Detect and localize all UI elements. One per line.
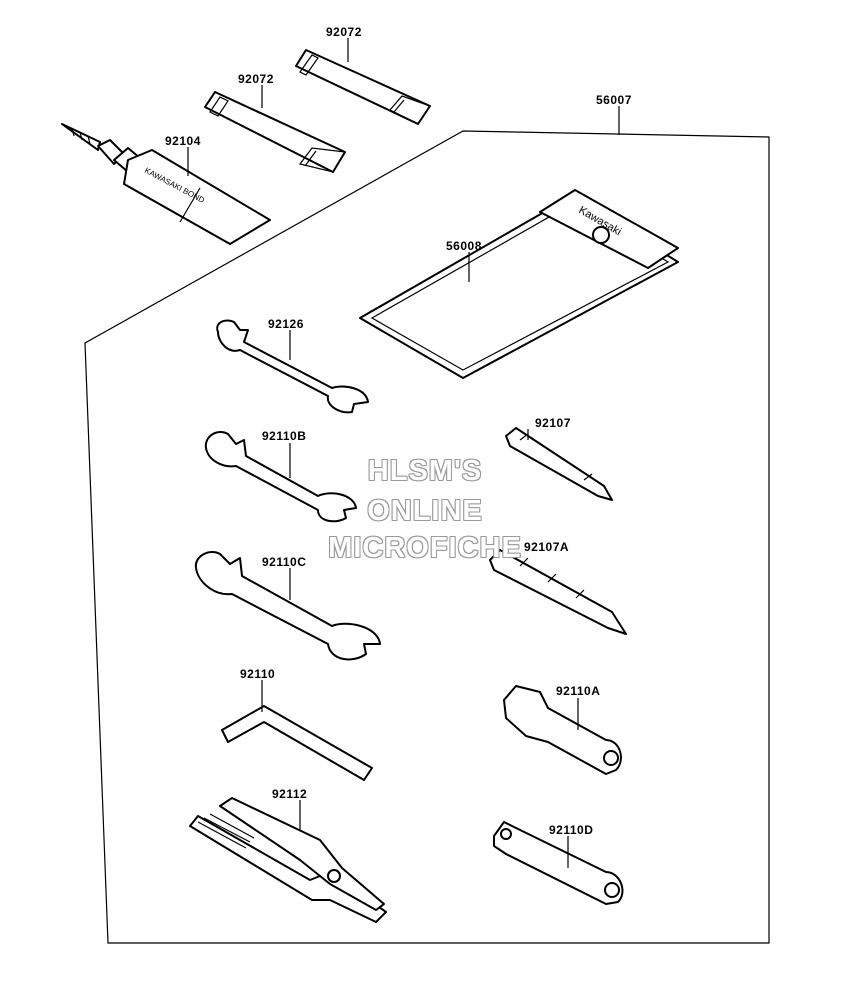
- watermark-line-2: ONLINE: [367, 495, 483, 527]
- strap-top: [295, 49, 431, 125]
- hex-key: [221, 705, 373, 781]
- watermark-line-1: HLSM'S: [367, 455, 483, 487]
- label-pliers: 92112: [272, 787, 307, 801]
- wrench-92110C: [194, 550, 381, 661]
- leader-lines: [187, 38, 620, 868]
- label-screwdriver-92107A: 92107A: [524, 540, 569, 554]
- kit-boundary: [84, 130, 770, 944]
- socket-wrench-92110D: [493, 821, 624, 905]
- label-hex-key: 92110: [240, 667, 275, 681]
- label-screwdriver-92107: 92107: [535, 416, 571, 430]
- pliers: [189, 797, 387, 923]
- label-bond: 92104: [165, 134, 201, 148]
- label-strap-lower: 92072: [238, 72, 274, 86]
- kawasaki-bond-tube: KAWASAKI BOND: [61, 123, 271, 245]
- screwdriver-92107A: [489, 549, 627, 635]
- label-tool-kit: 56007: [596, 93, 632, 107]
- label-tool-case: 56008: [446, 239, 482, 253]
- label-plug-wrench: 92110A: [556, 684, 600, 698]
- wrench-92126: [216, 319, 369, 414]
- watermark-line-3: MICROFICHE: [328, 532, 522, 564]
- strap-lower: [204, 91, 346, 173]
- label-wrench-92110C: 92110C: [262, 555, 306, 569]
- label-strap-top: 92072: [326, 25, 362, 39]
- label-socket-wrench: 92110D: [549, 823, 593, 837]
- label-wrench-92110B: 92110B: [262, 429, 306, 443]
- wrench-92110B: [204, 430, 357, 523]
- screwdriver-92107: [505, 427, 613, 501]
- label-wrench-92126: 92126: [268, 317, 304, 331]
- plug-wrench-92110A: [503, 685, 622, 775]
- tool-case: Kawasaki: [359, 189, 679, 379]
